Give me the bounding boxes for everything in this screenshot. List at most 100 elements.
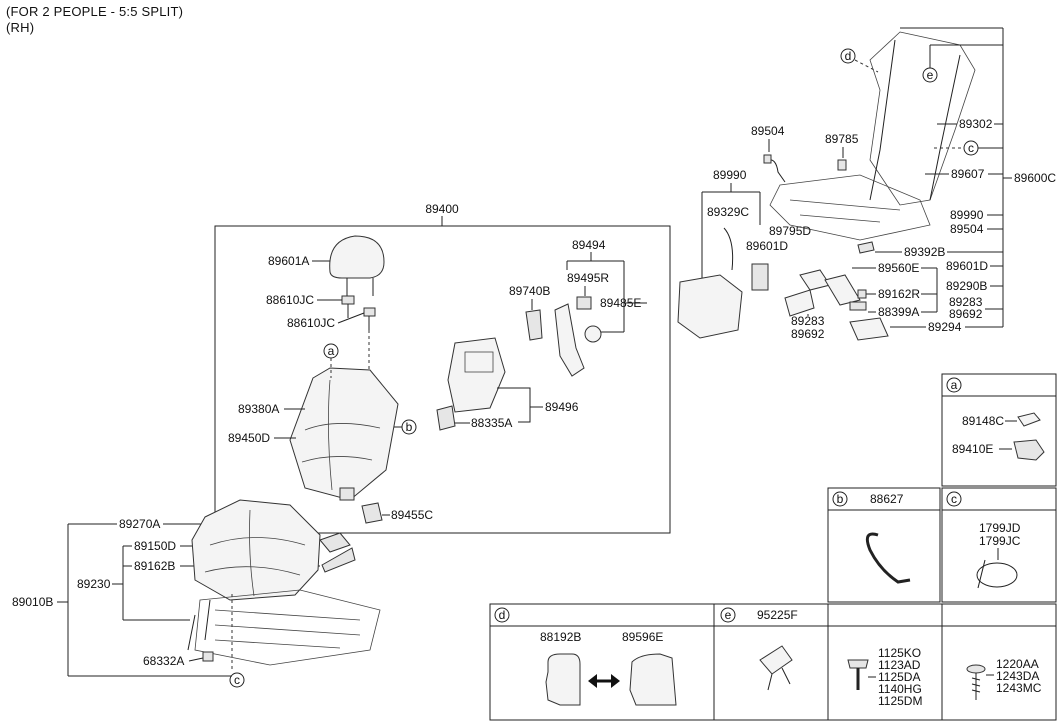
legend-box-a — [941, 373, 1057, 487]
part-label-89785[interactable]: 89785 — [825, 132, 859, 146]
part-label-89600C[interactable]: 89600C — [1014, 171, 1056, 185]
backrest-cover-drawing — [289, 367, 399, 501]
seat-cushion-drawing — [191, 499, 356, 601]
part-label-89294[interactable]: 89294 — [928, 320, 962, 334]
part-label-89162R[interactable]: 89162R — [878, 287, 920, 301]
svg-text:c: c — [951, 492, 957, 506]
part-label-89601A[interactable]: 89601A — [268, 254, 309, 268]
legend-a-callout: a — [946, 377, 962, 393]
headrest-drawing — [329, 235, 385, 296]
screw-icon — [966, 664, 994, 700]
part-label-89601D-left[interactable]: 89601D — [746, 239, 788, 253]
part-label-89795D[interactable]: 89795D — [769, 224, 811, 238]
connector-icon — [759, 645, 793, 691]
legend-d-part-2[interactable]: 89596E — [622, 630, 663, 644]
part-label-89692-right[interactable]: 89692 — [949, 307, 983, 321]
part-label-89495R[interactable]: 89495R — [567, 271, 609, 285]
latch-assembly-drawing — [554, 296, 602, 377]
recliner-parts-drawing — [784, 241, 889, 341]
legend-a-part-1[interactable]: 89148C — [962, 414, 1004, 428]
legend-c-callout: c — [946, 491, 962, 507]
legend-e-callout: e — [720, 607, 736, 623]
part-label-89302[interactable]: 89302 — [959, 117, 993, 131]
swap-arrow-icon — [588, 674, 620, 688]
part-label-89150D[interactable]: 89150D — [134, 539, 176, 553]
bolt-part-4[interactable]: 1140HG — [878, 682, 922, 696]
screw-part-1[interactable]: 1220AA — [996, 657, 1039, 671]
svg-text:e: e — [725, 608, 732, 622]
legend-e-part[interactable]: 95225F — [757, 608, 798, 622]
part-label-89230[interactable]: 89230 — [77, 577, 111, 591]
part-label-89560E[interactable]: 89560E — [878, 261, 919, 275]
seat-frame-drawing — [187, 589, 381, 666]
part-label-88399A[interactable]: 88399A — [878, 305, 919, 319]
bolt-part-2[interactable]: 1123AD — [878, 658, 921, 672]
callout-c-seat[interactable]: c — [229, 672, 245, 688]
part-label-89485E[interactable]: 89485E — [600, 296, 641, 310]
latch-bracket-drawing — [525, 309, 543, 341]
part-label-89400[interactable]: 89400 — [425, 202, 459, 216]
callout-c-frame[interactable]: c — [963, 140, 979, 156]
bracket-icon — [1013, 439, 1045, 461]
seatback-board-drawing — [436, 337, 506, 431]
headrest-guide-drawing — [341, 295, 376, 330]
part-label-89607[interactable]: 89607 — [951, 167, 985, 181]
diagram-title: (FOR 2 PEOPLE - 5:5 SPLIT) — [6, 4, 184, 19]
part-label-89162B[interactable]: 89162B — [134, 559, 175, 573]
part-label-89601D-right[interactable]: 89601D — [946, 259, 988, 273]
bolt-icon — [847, 659, 876, 690]
wire-clip-icon — [865, 532, 911, 584]
callout-d-frame[interactable]: d — [840, 48, 856, 64]
callout-b-center[interactable]: b — [401, 419, 417, 435]
part-label-89450D[interactable]: 89450D — [228, 431, 270, 445]
svg-text:d: d — [499, 608, 506, 622]
part-label-89990-right[interactable]: 89990 — [950, 208, 984, 222]
legend-c-part-1[interactable]: 1799JD — [979, 521, 1021, 535]
svg-text:a: a — [328, 344, 335, 358]
part-label-89504-top[interactable]: 89504 — [751, 124, 785, 138]
legend-a-part-2[interactable]: 89410E — [952, 442, 993, 456]
part-label-89283-left[interactable]: 89283 — [791, 314, 825, 328]
part-label-89692-left[interactable]: 89692 — [791, 327, 825, 341]
part-label-89740B[interactable]: 89740B — [509, 284, 550, 298]
part-label-89392B[interactable]: 89392B — [904, 245, 945, 259]
svg-text:e: e — [927, 68, 934, 82]
legend-b-part[interactable]: 88627 — [870, 492, 904, 506]
seatback-panel-drawing — [677, 227, 769, 339]
part-label-89380A[interactable]: 89380A — [238, 402, 279, 416]
part-label-89270A[interactable]: 89270A — [119, 517, 160, 531]
callout-e-frame[interactable]: e — [922, 67, 938, 83]
part-label-89455C[interactable]: 89455C — [391, 508, 433, 522]
part-label-89990-top[interactable]: 89990 — [713, 168, 747, 182]
screw-part-2[interactable]: 1243DA — [996, 669, 1039, 683]
diagram-subtitle: (RH) — [6, 20, 35, 35]
bolt-part-3[interactable]: 1125DA — [878, 670, 920, 684]
wiring-harness-drawing — [763, 154, 786, 183]
clip-icon — [1017, 412, 1041, 427]
legend-b-callout: b — [832, 491, 848, 507]
cover-left-icon — [545, 653, 581, 706]
svg-text:b: b — [406, 420, 413, 434]
part-label-88610JC-2[interactable]: 88610JC — [287, 316, 335, 330]
legend-d-part-1[interactable]: 88192B — [540, 630, 581, 644]
bolt-part-5[interactable]: 1125DM — [878, 694, 922, 708]
part-label-68332A[interactable]: 68332A — [143, 654, 184, 668]
screw-part-3[interactable]: 1243MC — [996, 681, 1042, 695]
legend-c-part-2[interactable]: 1799JC — [979, 534, 1021, 548]
part-label-88335A[interactable]: 88335A — [471, 416, 512, 430]
part-label-88610JC-1[interactable]: 88610JC — [266, 293, 314, 307]
backrest-trim-drawing — [361, 502, 383, 524]
part-label-89290B[interactable]: 89290B — [946, 279, 987, 293]
bolt-part-1[interactable]: 1125KO — [878, 646, 921, 660]
part-label-89496[interactable]: 89496 — [545, 400, 579, 414]
callout-a-center[interactable]: a — [323, 343, 339, 359]
svg-text:c: c — [234, 673, 240, 687]
legend-d-callout: d — [494, 607, 510, 623]
part-label-89494[interactable]: 89494 — [572, 238, 606, 252]
part-label-89329C[interactable]: 89329C — [707, 205, 749, 219]
part-label-89504-right[interactable]: 89504 — [950, 222, 984, 236]
part-label-89010B[interactable]: 89010B — [12, 595, 53, 609]
legend-box-d — [489, 603, 715, 721]
part-label-89283-right[interactable]: 89283 — [949, 295, 983, 309]
